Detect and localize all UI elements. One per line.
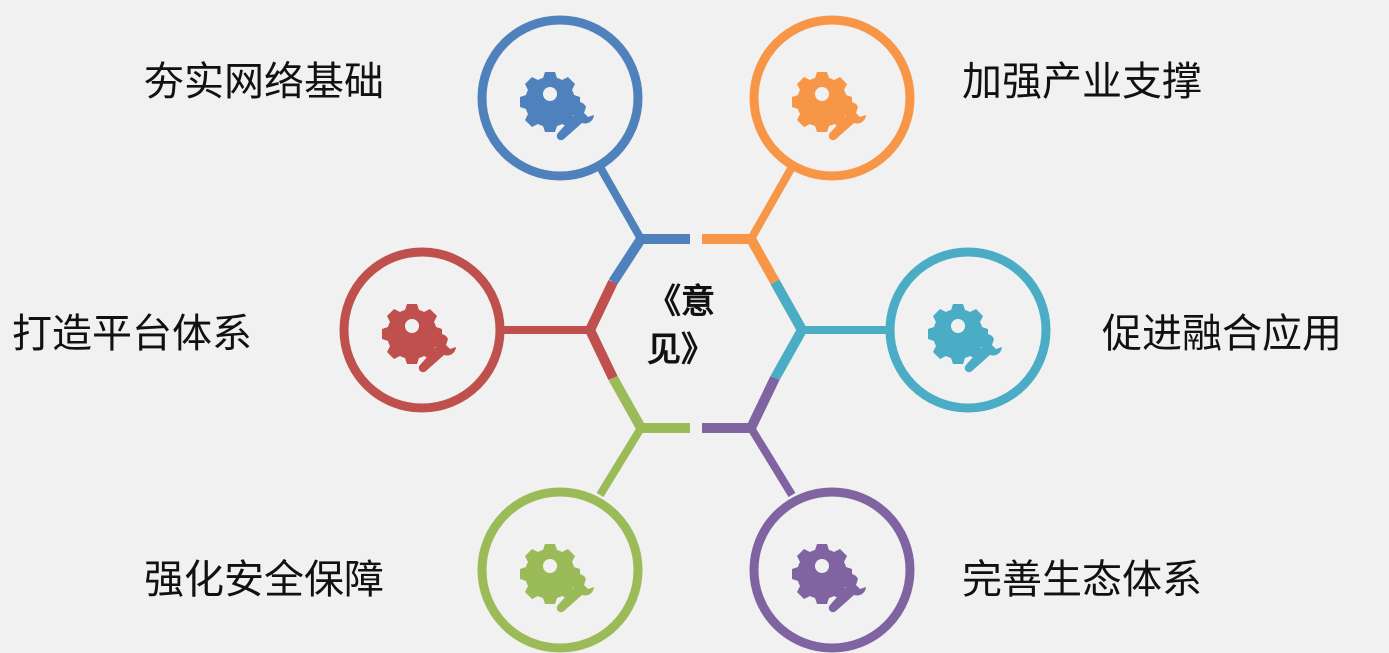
hexagon-segment-platform-2 bbox=[585, 279, 618, 333]
connector-ecosystem bbox=[747, 425, 796, 498]
gear-wrench-icon bbox=[792, 544, 866, 613]
node-circle-ecosystem bbox=[749, 487, 915, 653]
hexagon-segment-fusion bbox=[770, 327, 807, 381]
node-circle-fusion bbox=[885, 247, 1051, 413]
hexagon-segment-platform bbox=[585, 327, 618, 381]
node-circle-industry bbox=[749, 15, 915, 181]
hexagon-segment-security-2 bbox=[608, 375, 646, 431]
gear-wrench-icon bbox=[520, 72, 594, 141]
node-circles bbox=[339, 15, 1051, 653]
node-circle-security bbox=[477, 487, 643, 653]
node-label-security: 强化安全保障 bbox=[144, 557, 384, 603]
hexagon-segment-ecosystem bbox=[746, 375, 780, 431]
node-circle-network bbox=[477, 15, 643, 181]
gear-wrench-icon bbox=[928, 304, 1002, 373]
center-title: 《意见》 bbox=[647, 282, 715, 370]
gear-wrench-icon bbox=[792, 72, 866, 141]
hexagon-segment-fusion-2 bbox=[770, 279, 807, 333]
node-label-network: 夯实网络基础 bbox=[144, 59, 384, 105]
node-label-industry: 加强产业支撑 bbox=[962, 59, 1202, 105]
node-label-ecosystem: 完善生态体系 bbox=[962, 557, 1202, 603]
node-label-platform: 打造平台体系 bbox=[12, 311, 252, 357]
connector-network bbox=[596, 165, 645, 241]
connector-industry bbox=[747, 165, 796, 241]
gear-wrench-icon bbox=[382, 304, 456, 373]
connector-security bbox=[596, 425, 645, 498]
node-label-fusion: 促进融合应用 bbox=[1102, 311, 1342, 357]
hexagon-segment-network-2 bbox=[608, 236, 646, 285]
gear-wrench-icon bbox=[520, 544, 594, 613]
connectors bbox=[502, 165, 890, 498]
center-hexagon bbox=[585, 234, 807, 433]
node-circle-platform bbox=[339, 247, 505, 413]
